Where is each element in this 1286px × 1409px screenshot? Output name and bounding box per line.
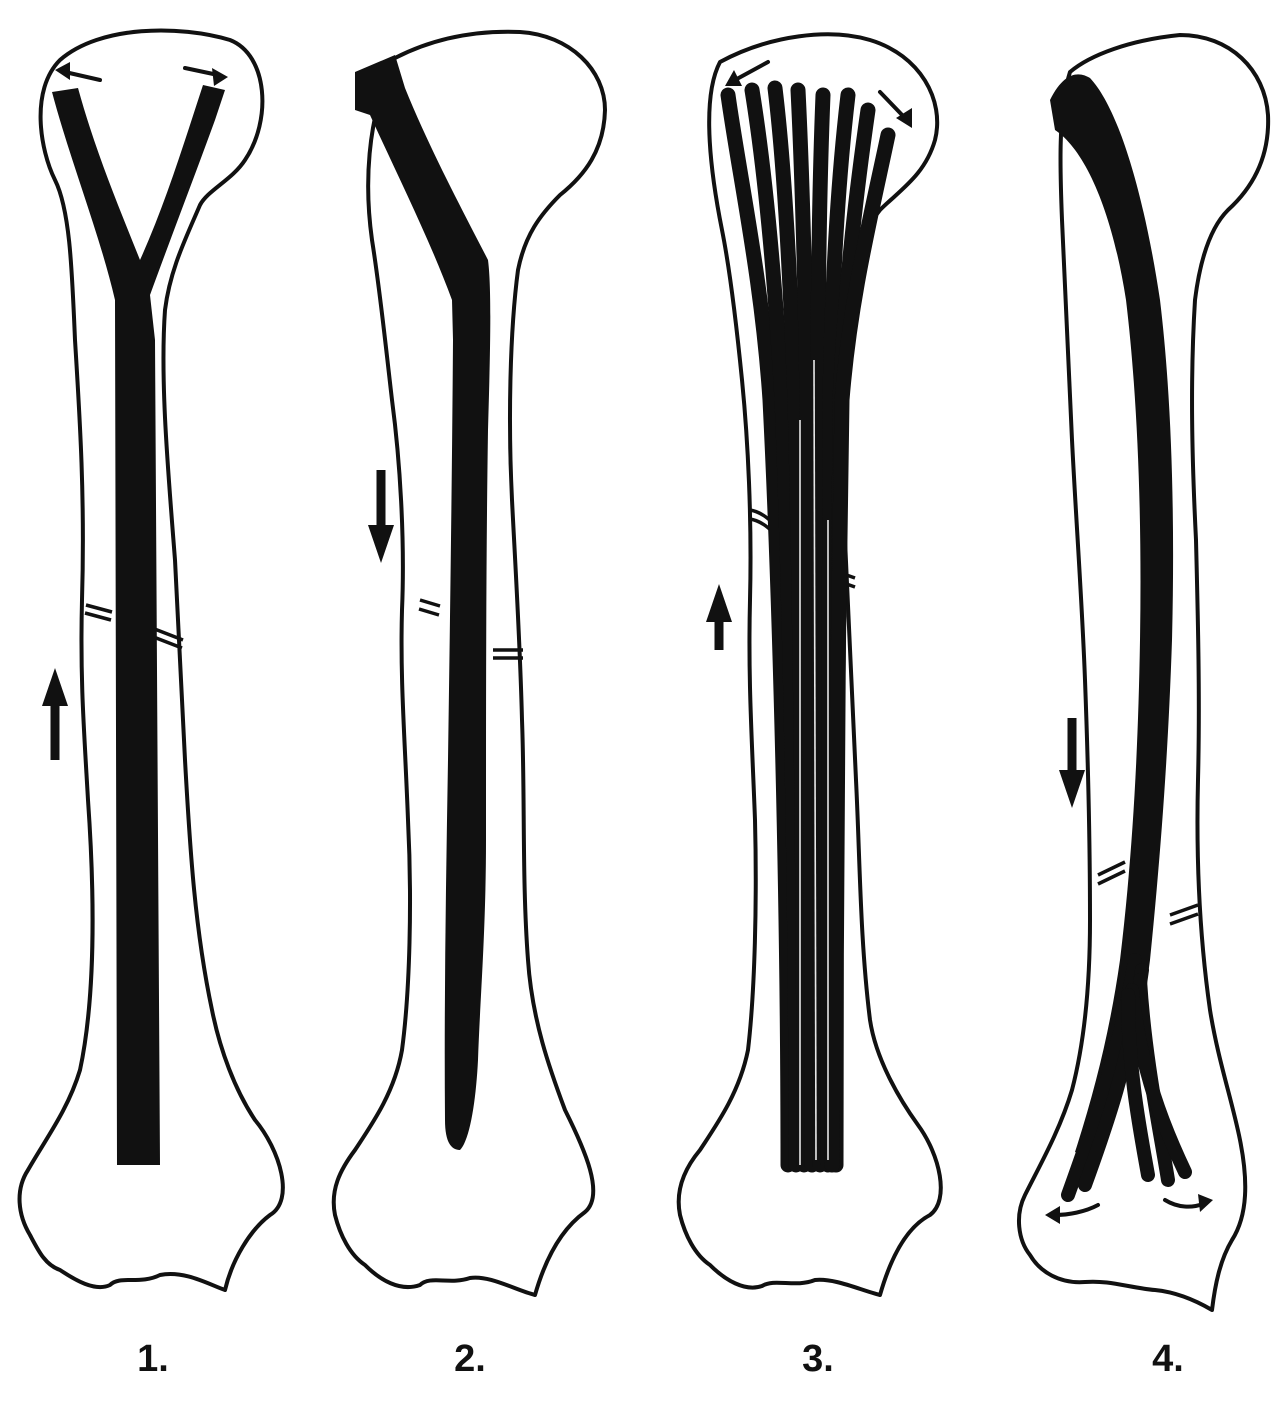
panel-2 xyxy=(334,32,605,1295)
panel-label-3: 3. xyxy=(778,1338,858,1381)
panel-3 xyxy=(679,34,941,1295)
arrow-up-head-3 xyxy=(706,584,732,622)
panel-4 xyxy=(1019,35,1268,1310)
panel-1 xyxy=(20,30,283,1290)
arrow-down-head-4 xyxy=(1059,770,1085,808)
arrow-down-head-2 xyxy=(368,525,394,563)
panel-label-4: 4. xyxy=(1128,1338,1208,1381)
panel-label-2: 2. xyxy=(430,1338,510,1381)
panel-label-1: 1. xyxy=(113,1338,193,1381)
arrow-up-head-1 xyxy=(42,668,68,706)
